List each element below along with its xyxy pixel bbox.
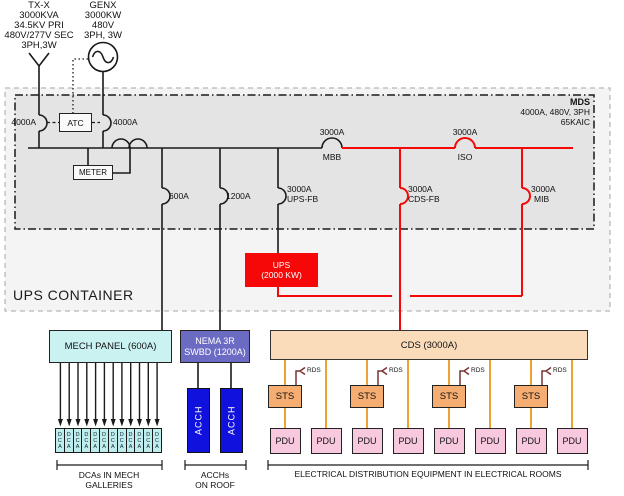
pdu-row-caption: ELECTRICAL DISTRIBUTION EQUIPMENT IN ELE… xyxy=(294,469,562,479)
ups-output-wiring xyxy=(277,287,522,297)
sts-box: STS xyxy=(268,385,302,408)
breaker-label-1200a: 1200A xyxy=(226,191,251,201)
breaker-arc-600a xyxy=(161,187,171,205)
pdu-box: PDU xyxy=(310,428,342,454)
ct-symbol xyxy=(111,138,148,149)
mds-box xyxy=(14,94,595,230)
dca-arrows xyxy=(57,363,160,427)
pdu-box: PDU xyxy=(392,428,424,454)
pdu-box: PDU xyxy=(474,428,506,454)
breaker-arc-mib xyxy=(521,187,531,205)
breaker-arc-tx-4000a xyxy=(38,114,48,132)
atc-control-dotted xyxy=(72,58,88,113)
breaker-label-cds-fb-name: CDS-FB xyxy=(408,194,440,204)
black-wiring xyxy=(28,41,343,388)
rds-label: RDS xyxy=(471,367,485,374)
generator-label: GENX 3000KW 480V 3PH, 3W xyxy=(83,0,122,41)
pdu-box: PDU xyxy=(556,428,588,454)
breaker-label-iso-name: ISO xyxy=(457,152,473,162)
acch-box: ACCH xyxy=(220,388,243,453)
breaker-label-tx-4000a: 4000A xyxy=(11,117,36,127)
red-wiring xyxy=(277,137,573,330)
pdu-box: PDU xyxy=(433,428,465,454)
cds-box: CDS (3000A) xyxy=(270,330,588,360)
meter-taps xyxy=(87,148,131,174)
transformer-label: TX-X 3000KVA 34.5KV PRI 480V/277V SEC 3P… xyxy=(4,0,74,51)
sts-box: STS xyxy=(350,385,384,408)
mds-title: MDS 4000A, 480V, 3PH 65KAIC xyxy=(520,97,590,127)
transformer-symbol xyxy=(28,52,50,68)
breaker-label-mib-rating: 3000A xyxy=(531,184,556,194)
group-brackets xyxy=(56,460,589,470)
breaker-label-mbb-name: MBB xyxy=(322,152,342,162)
breaker-label-iso-rating: 3000A xyxy=(452,127,478,137)
acch-feeders xyxy=(197,363,232,388)
breaker-arc-cds-fb xyxy=(399,187,409,205)
acch-caption: ACCHs ON ROOF xyxy=(195,470,235,490)
breaker-label-mbb-rating: 3000A xyxy=(319,127,345,137)
breaker-arc-ups-fb xyxy=(277,187,287,205)
breaker-label-mib-name: MIB xyxy=(534,194,550,204)
breaker-label-ups-fb-name: UPS-FB xyxy=(287,194,319,204)
rds-label: RDS xyxy=(307,367,321,374)
orange-feeders xyxy=(284,360,573,428)
breaker-arc-gen-4000a xyxy=(102,114,112,132)
breaker-label-ups-fb-rating: 3000A xyxy=(287,184,312,194)
breaker-label-gen-4000a: 4000A xyxy=(113,117,138,127)
generator-sine-icon xyxy=(91,50,115,64)
ups-container-label: UPS CONTAINER xyxy=(13,287,134,303)
atc-box: ATC xyxy=(59,113,92,132)
breaker-arc-mbb xyxy=(321,137,343,149)
dca-caption: DCAs IN MECH GALLERIES xyxy=(78,470,140,490)
sts-box: STS xyxy=(514,385,548,408)
breaker-label-cds-fb-rating: 3000A xyxy=(408,184,433,194)
rds-label: RDS xyxy=(553,367,567,374)
acch-box: ACCH xyxy=(187,388,210,453)
ups-box: UPS (2000 KW) xyxy=(245,253,318,287)
sts-box: STS xyxy=(432,385,466,408)
rds-taps xyxy=(295,366,552,385)
pdu-box: PDU xyxy=(269,428,301,454)
meter-box: METER xyxy=(73,165,113,180)
rds-label: RDS xyxy=(389,367,403,374)
pdu-box: PDU xyxy=(351,428,383,454)
breaker-arc-1200a xyxy=(219,187,229,205)
nema-swbd-box: NEMA 3R SWBD (1200A) xyxy=(180,330,250,363)
breaker-arc-iso xyxy=(454,137,476,149)
mech-panel-box: MECH PANEL (600A) xyxy=(49,330,172,363)
breaker-label-600a: 600A xyxy=(169,191,189,201)
dca-box: DCA xyxy=(152,428,162,453)
dca-row: DCA DCA DCA DCA DCA DCA DCA DCA DCA DCA … xyxy=(55,428,162,453)
pdu-box: PDU xyxy=(515,428,547,454)
